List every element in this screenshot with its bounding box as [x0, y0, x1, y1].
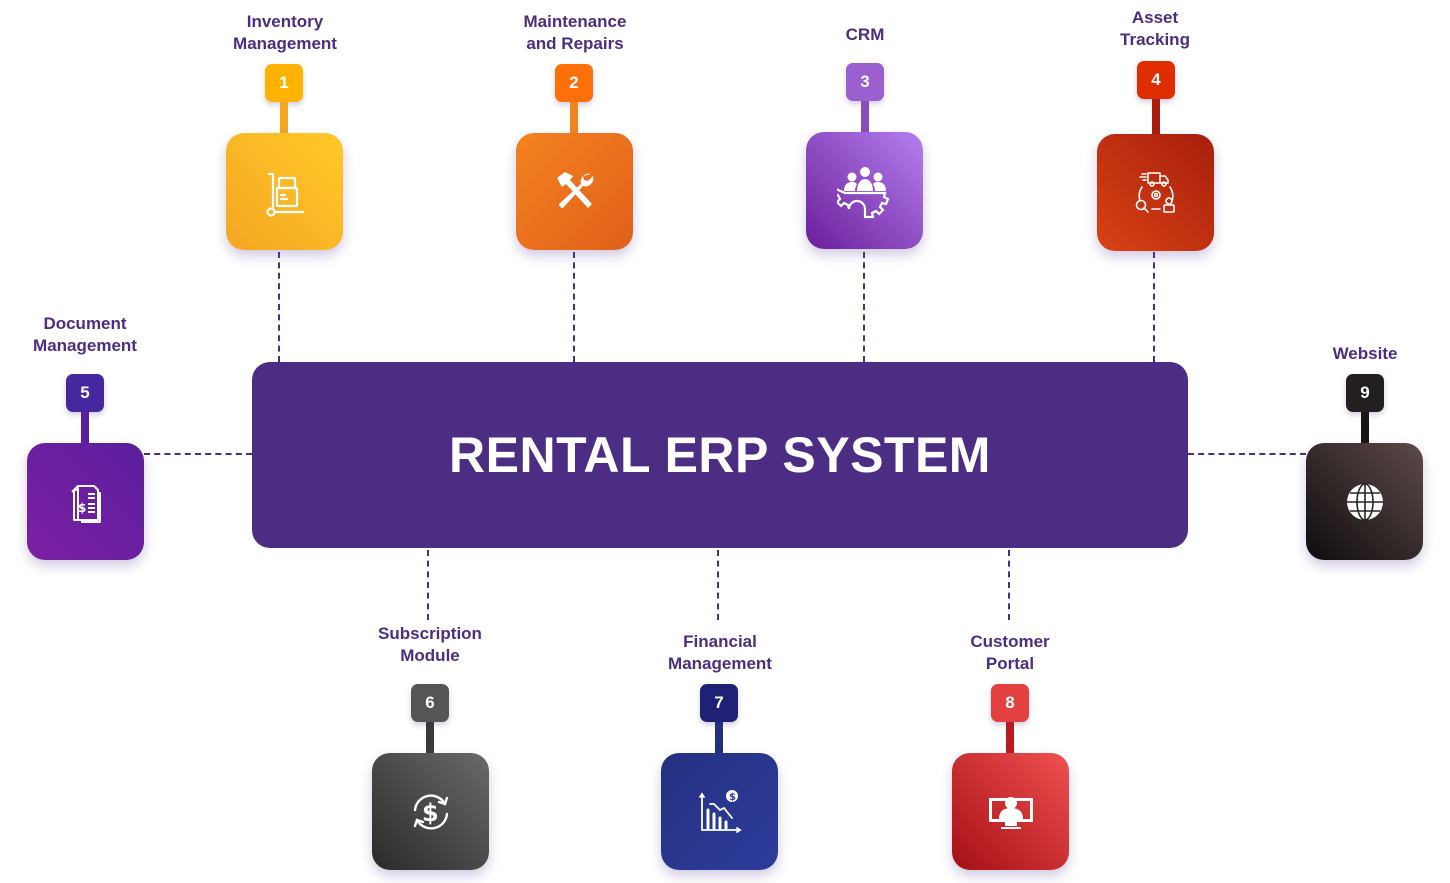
- module-label: Website: [1332, 344, 1398, 363]
- svg-text:$: $: [422, 799, 439, 827]
- invoice-document-icon: $: [70, 484, 101, 523]
- module-number-badge: 2: [555, 64, 593, 102]
- module-label: Document Management: [33, 314, 137, 355]
- module-card: $: [27, 443, 144, 560]
- rental-erp-hub: RENTAL ERP SYSTEM: [252, 362, 1188, 548]
- customer-monitor-icon: [988, 796, 1033, 829]
- connector-maintenance: [573, 252, 575, 362]
- module-number-badge: 4: [1137, 61, 1175, 99]
- module-card: [1306, 443, 1423, 560]
- module-card: [1097, 134, 1214, 251]
- connector-document: [144, 453, 252, 455]
- module-label: Subscription Module: [378, 624, 482, 665]
- globe-icon: [1346, 482, 1383, 521]
- module-number-badge: 9: [1346, 374, 1384, 412]
- badge-stem: [1152, 99, 1160, 135]
- module-card: [806, 132, 923, 249]
- module-label: CRM: [845, 25, 885, 44]
- badge-stem: [1006, 722, 1014, 754]
- module-card: [516, 133, 633, 250]
- badge-stem: [715, 722, 723, 754]
- connector-asset-tracking: [1153, 252, 1155, 362]
- module-number-badge: 7: [700, 684, 738, 722]
- connector-website: [1188, 453, 1306, 455]
- connector-inventory: [278, 252, 280, 362]
- badge-stem: [570, 102, 578, 134]
- module-card: $: [661, 753, 778, 870]
- module-label: Inventory Management: [233, 12, 337, 53]
- svg-text:$: $: [729, 792, 736, 803]
- badge-stem: [280, 102, 288, 134]
- finance-chart-icon: $: [698, 789, 742, 833]
- module-card: [226, 133, 343, 250]
- connector-crm: [863, 252, 865, 362]
- module-card: [952, 753, 1069, 870]
- connector-customer-portal: [1008, 550, 1010, 620]
- module-number-badge: 5: [66, 374, 104, 412]
- svg-text:$: $: [78, 501, 86, 515]
- module-label: Customer Portal: [970, 632, 1050, 673]
- connector-subscription: [427, 550, 429, 620]
- badge-stem: [861, 101, 869, 133]
- recurring-dollar-icon: $: [413, 793, 448, 830]
- team-gear-icon: [836, 166, 889, 218]
- module-number-badge: 6: [411, 684, 449, 722]
- module-number-badge: 8: [991, 684, 1029, 722]
- module-label: Financial Management: [668, 632, 772, 673]
- module-label: Maintenance and Repairs: [523, 12, 627, 53]
- hand-truck-icon: [265, 172, 304, 217]
- module-label: Asset Tracking: [1120, 8, 1190, 49]
- hub-title: RENTAL ERP SYSTEM: [449, 427, 991, 483]
- badge-stem: [1361, 412, 1369, 444]
- module-card: $: [372, 753, 489, 870]
- badge-stem: [426, 722, 434, 754]
- connector-financial: [717, 550, 719, 620]
- module-number-badge: 3: [846, 63, 884, 101]
- asset-cycle-icon: [1135, 171, 1175, 213]
- module-number-badge: 1: [265, 64, 303, 102]
- badge-stem: [81, 412, 89, 444]
- tools-icon: [556, 171, 593, 208]
